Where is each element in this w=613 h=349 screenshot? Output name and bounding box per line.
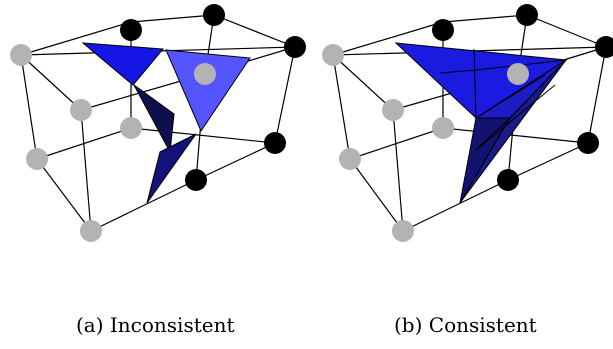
edge (475, 74, 546, 119)
positive-vertex (432, 19, 454, 41)
edge (213, 14, 296, 48)
positive-vertex (264, 132, 286, 154)
negative-vertex (322, 44, 344, 66)
positive-vertex (120, 19, 142, 41)
edge (36, 158, 92, 232)
edge (507, 142, 589, 181)
panel-a-face-bottom (146, 133, 197, 204)
edge (475, 117, 511, 151)
edge (526, 14, 607, 48)
panel-b-face-side-right (459, 59, 567, 204)
negative-vertex (70, 99, 92, 121)
edge (20, 54, 82, 111)
panel-b-vertices (322, 4, 613, 242)
panel-a-face-top-right (165, 49, 251, 133)
edge (274, 46, 296, 144)
positive-vertex (595, 36, 613, 58)
negative-vertex (120, 117, 142, 139)
panel-b-triangulation (439, 48, 567, 151)
panel-a-vertices (10, 4, 306, 242)
negative-vertex (80, 220, 102, 242)
edge (392, 109, 404, 232)
caption-a: (a) Inconsistent (76, 313, 235, 337)
edge (130, 127, 276, 144)
positive-vertex (577, 132, 599, 154)
edge (332, 54, 394, 111)
edge (20, 54, 38, 160)
positive-vertex (284, 36, 306, 58)
edge (587, 46, 607, 144)
edge (442, 14, 528, 23)
panel-a-face-middle (133, 84, 175, 154)
edge (20, 21, 132, 56)
positive-vertex (185, 169, 207, 191)
negative-vertex (382, 99, 404, 121)
edge (130, 14, 215, 23)
edge (349, 127, 444, 160)
positive-vertex (516, 4, 538, 26)
edge (80, 109, 92, 232)
panel-a (10, 4, 306, 242)
panel-a-face-top-left (81, 42, 165, 86)
edge (475, 84, 556, 151)
edge (332, 21, 444, 56)
edge (349, 158, 404, 232)
panel-b-cube-edges (332, 14, 607, 232)
caption-b: (b) Consistent (394, 313, 537, 337)
edge (439, 69, 477, 74)
edge (473, 48, 477, 119)
edge (332, 54, 351, 160)
negative-vertex (507, 63, 529, 85)
edge (402, 179, 509, 232)
positive-vertex (203, 4, 225, 26)
edge (36, 127, 132, 160)
edge (90, 179, 197, 232)
edge (195, 142, 276, 181)
edge (442, 127, 589, 144)
negative-vertex (339, 148, 361, 170)
panel-b (322, 4, 613, 242)
negative-vertex (432, 117, 454, 139)
negative-vertex (26, 148, 48, 170)
negative-vertex (392, 220, 414, 242)
negative-vertex (194, 63, 216, 85)
positive-vertex (497, 169, 519, 191)
negative-vertex (10, 44, 32, 66)
